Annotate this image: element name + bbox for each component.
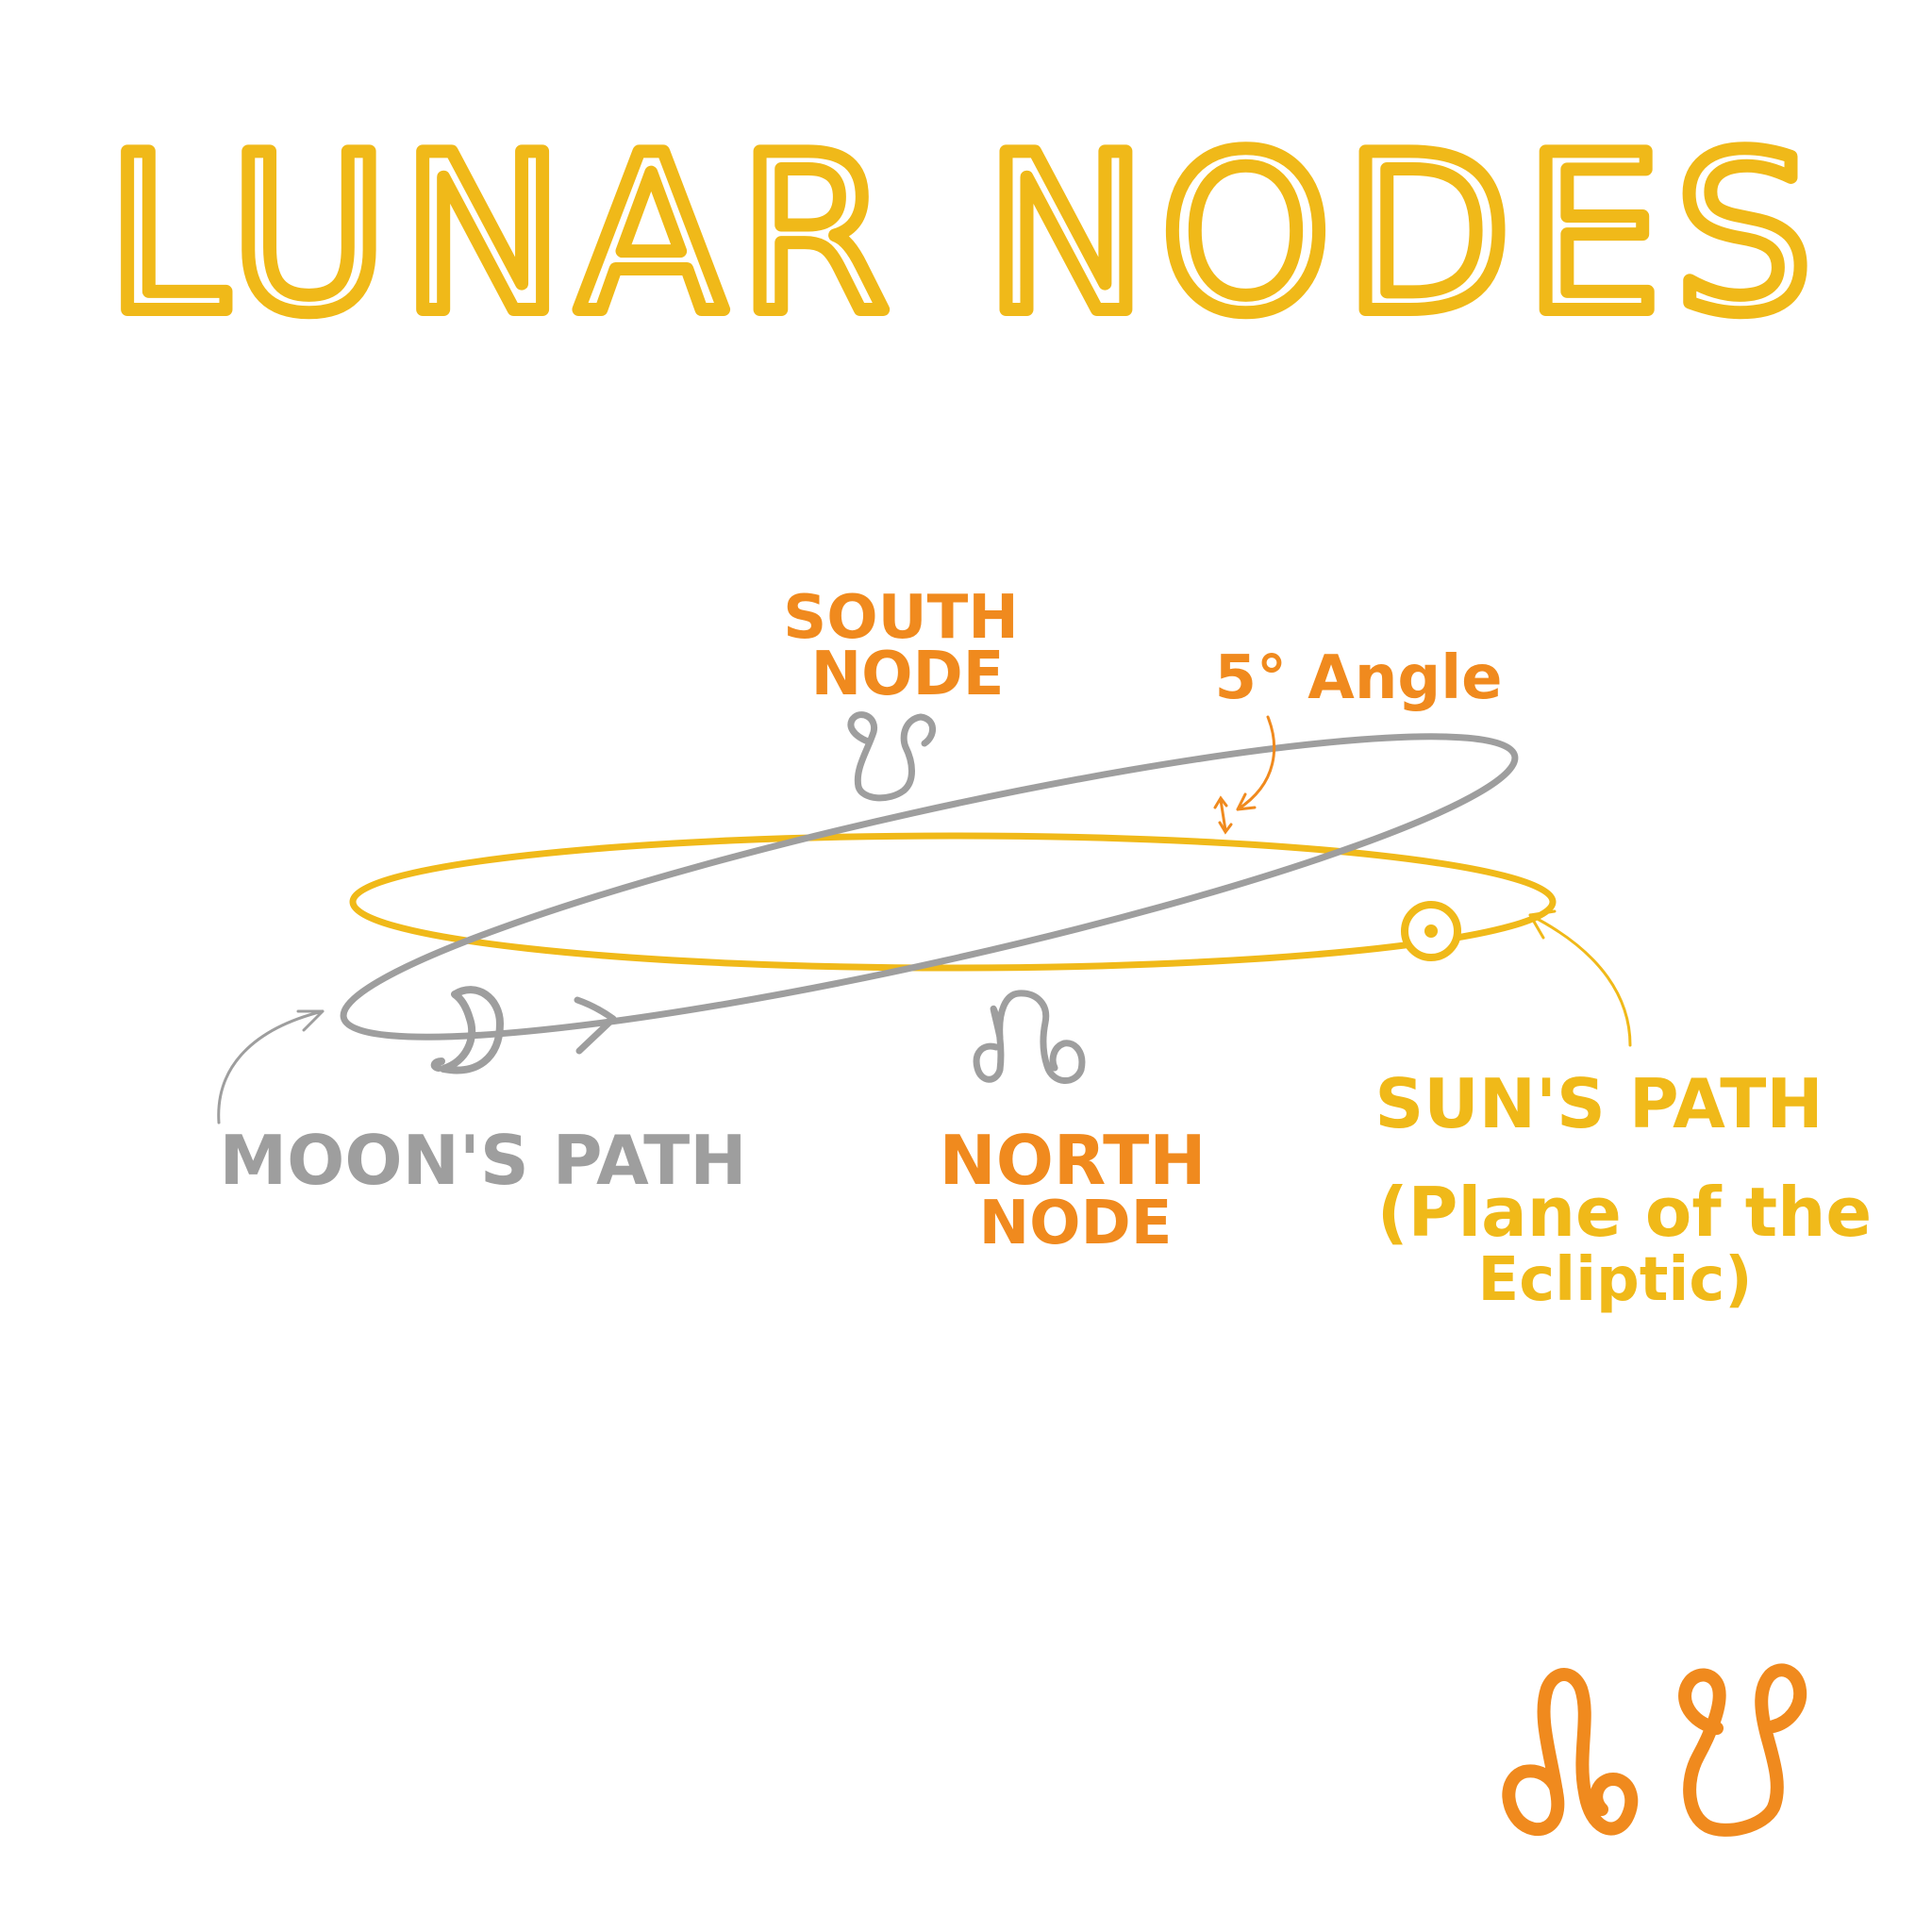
south-node-label-line-1: SOUTH [783, 583, 1019, 653]
suns-path-label: SUN'S PATH [1374, 1064, 1823, 1143]
north-node-glyph-icon [973, 990, 1086, 1084]
moon-path-leader [217, 1009, 325, 1124]
angle-leader-line [1236, 715, 1276, 811]
sun-icon [1401, 901, 1461, 961]
moon-direction-arrow [574, 996, 617, 1055]
ecliptic-label-line-1: (Plane of the [1377, 1173, 1872, 1252]
north-node-label-line-1: NORTH [939, 1121, 1206, 1200]
angle-marker [1213, 795, 1233, 835]
south-node-glyph-icon [847, 711, 936, 802]
south-node-label-line-2: NODE [811, 640, 1005, 709]
crescent-moon-icon [430, 986, 504, 1074]
angle-label: 5° Angle [1214, 643, 1502, 713]
corner-south-node-icon [1678, 1663, 1807, 1837]
sun-path-ellipse [349, 832, 1557, 972]
corner-north-node-icon [1502, 1668, 1639, 1837]
diagram-title: LUNAR NODES [107, 109, 1826, 361]
north-node-label-line-2: NODE [979, 1189, 1173, 1258]
ecliptic-label-line-2: Ecliptic) [1477, 1245, 1752, 1315]
sun-path-leader [1528, 909, 1632, 1047]
moons-path-label: MOON'S PATH [220, 1121, 747, 1200]
moon-path-ellipse [340, 733, 1519, 1041]
